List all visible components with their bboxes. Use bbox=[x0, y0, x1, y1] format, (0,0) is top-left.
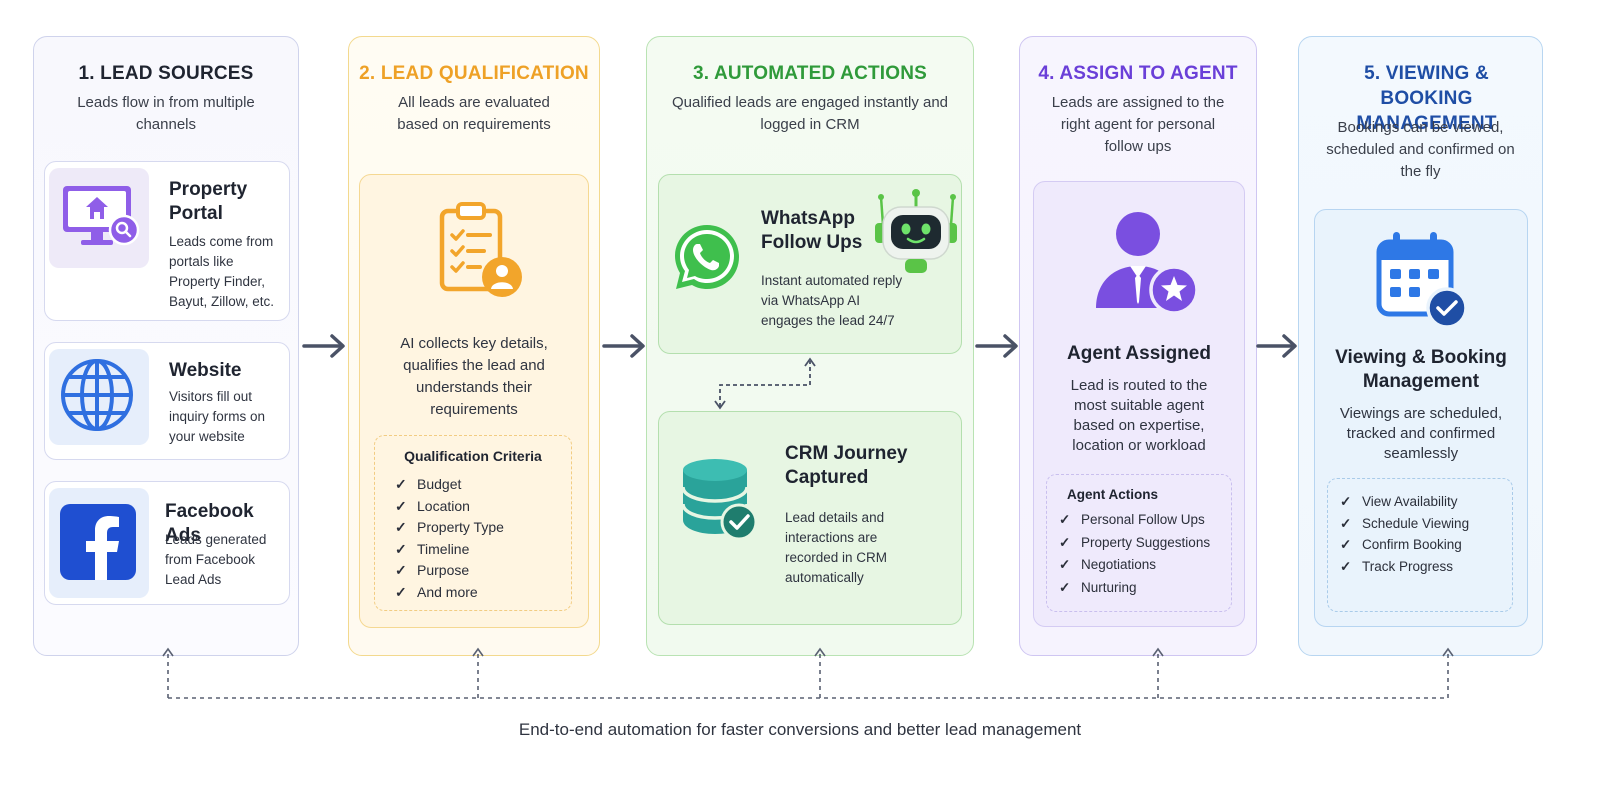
booking-action-item: Schedule Viewing bbox=[1340, 513, 1469, 535]
column-title: 3. AUTOMATED ACTIONS bbox=[692, 63, 928, 84]
viewing-booking-card: Viewing & Booking Management Viewings ar… bbox=[1314, 209, 1528, 627]
criteria-item: Location bbox=[395, 496, 504, 518]
column-assign-to-agent: 4. ASSIGN TO AGENT Leads are assigned to… bbox=[1019, 36, 1257, 656]
card-title: Website bbox=[169, 360, 242, 381]
criteria-item: Property Type bbox=[395, 517, 504, 539]
booking-actions-box: View Availability Schedule Viewing Confi… bbox=[1327, 478, 1513, 612]
booking-action-item: View Availability bbox=[1340, 491, 1469, 513]
actions-title: Agent Actions bbox=[1067, 487, 1158, 502]
column-viewing-booking: 5. VIEWING & BOOKING MANAGEMENT Bookings… bbox=[1298, 36, 1543, 656]
column-title: 5. VIEWING & BOOKING MANAGEMENT bbox=[1356, 63, 1497, 134]
column-lead-qualification: 2. LEAD QUALIFICATION All leads are eval… bbox=[348, 36, 600, 656]
booking-action-item: Confirm Booking bbox=[1340, 534, 1469, 556]
booking-actions-list: View Availability Schedule Viewing Confi… bbox=[1340, 491, 1469, 577]
column-lead-sources: 1. LEAD SOURCES Leads flow in from multi… bbox=[33, 36, 299, 656]
criteria-item: And more bbox=[395, 582, 504, 604]
property-portal-card: Property Portal Leads come from portals … bbox=[44, 161, 290, 321]
card-text: Instant automated reply via WhatsApp AI … bbox=[761, 273, 903, 328]
action-item: Personal Follow Ups bbox=[1059, 509, 1210, 532]
arrow-right-icon bbox=[1256, 334, 1297, 358]
criteria-item: Timeline bbox=[395, 539, 504, 561]
column-title: 2. LEAD QUALIFICATION bbox=[359, 63, 589, 84]
column-title: 4. ASSIGN TO AGENT bbox=[1038, 63, 1238, 84]
monitor-house-search-icon bbox=[49, 168, 149, 268]
criteria-item: Budget bbox=[395, 474, 504, 496]
action-item: Nurturing bbox=[1059, 577, 1210, 600]
qualification-card: AI collects key details, qualifies the l… bbox=[359, 174, 589, 628]
card-title: Facebook Ads bbox=[165, 501, 254, 546]
criteria-title: Qualification Criteria bbox=[404, 448, 542, 464]
column-subtitle: All leads are evaluated based on require… bbox=[397, 94, 551, 133]
column-title: 1. LEAD SOURCES bbox=[78, 63, 254, 84]
globe-icon bbox=[49, 349, 149, 445]
arrow-right-icon bbox=[975, 334, 1018, 358]
feedback-loop-lines bbox=[162, 647, 1454, 699]
card-title: CRM Journey Captured bbox=[785, 443, 908, 488]
sync-arrows-icon bbox=[714, 357, 816, 410]
crm-journey-card: CRM Journey Captured Lead details and in… bbox=[658, 411, 962, 625]
criteria-item: Purpose bbox=[395, 560, 504, 582]
column-subtitle: Qualified leads are engaged instantly an… bbox=[671, 94, 949, 133]
card-title: WhatsApp Follow Ups bbox=[761, 208, 863, 253]
action-item: Negotiations bbox=[1059, 554, 1210, 577]
clipboard-user-icon bbox=[439, 202, 522, 297]
footer-caption: End-to-end automation for faster convers… bbox=[518, 720, 1082, 739]
card-title: Agent Assigned bbox=[1067, 343, 1211, 364]
calendar-check-icon bbox=[1376, 232, 1468, 329]
booking-action-item: Track Progress bbox=[1340, 556, 1469, 578]
arrow-right-icon bbox=[302, 334, 345, 358]
website-card: Website Visitors fill out inquiry forms … bbox=[44, 342, 290, 460]
action-item: Property Suggestions bbox=[1059, 532, 1210, 555]
card-text: Viewings are scheduled, tracked and conf… bbox=[1339, 405, 1503, 462]
facebook-ads-card: Facebook Ads Leads generated from Facebo… bbox=[44, 481, 290, 605]
whatsapp-icon bbox=[675, 225, 739, 289]
column-automated-actions: 3. AUTOMATED ACTIONS Qualified leads are… bbox=[646, 36, 974, 656]
database-check-icon bbox=[681, 459, 758, 541]
arrow-right-icon bbox=[602, 334, 645, 358]
card-text: Leads come from portals like Property Fi… bbox=[169, 234, 275, 309]
facebook-icon bbox=[49, 488, 149, 598]
card-text: AI collects key details, qualifies the l… bbox=[400, 335, 548, 418]
card-text: Lead is routed to the most suitable agen… bbox=[1070, 377, 1208, 454]
agent-assigned-card: Agent Assigned Lead is routed to the mos… bbox=[1033, 181, 1245, 627]
card-title: Property Portal bbox=[169, 179, 248, 224]
card-text: Lead details and interactions are record… bbox=[785, 510, 888, 585]
qualification-criteria-box: Qualification Criteria Budget Location P… bbox=[374, 435, 572, 611]
whatsapp-follow-ups-card: WhatsApp Follow Ups Instant automated re… bbox=[658, 174, 962, 354]
card-title: Viewing & Booking Management bbox=[1335, 347, 1507, 392]
robot-icon bbox=[875, 189, 957, 273]
agent-star-icon bbox=[1096, 212, 1199, 315]
card-text: Visitors fill out inquiry forms on your … bbox=[169, 389, 266, 444]
column-subtitle: Leads flow in from multiple channels bbox=[77, 94, 255, 133]
agent-actions-box: Agent Actions Personal Follow Ups Proper… bbox=[1046, 474, 1232, 612]
card-text: Leads generated from Facebook Lead Ads bbox=[165, 532, 267, 587]
column-subtitle: Leads are assigned to the right agent fo… bbox=[1051, 94, 1225, 155]
criteria-list: Budget Location Property Type Timeline P… bbox=[395, 474, 504, 603]
actions-list: Personal Follow Ups Property Suggestions… bbox=[1059, 509, 1210, 599]
column-subtitle: Bookings can be viewed, scheduled and co… bbox=[1326, 119, 1515, 180]
